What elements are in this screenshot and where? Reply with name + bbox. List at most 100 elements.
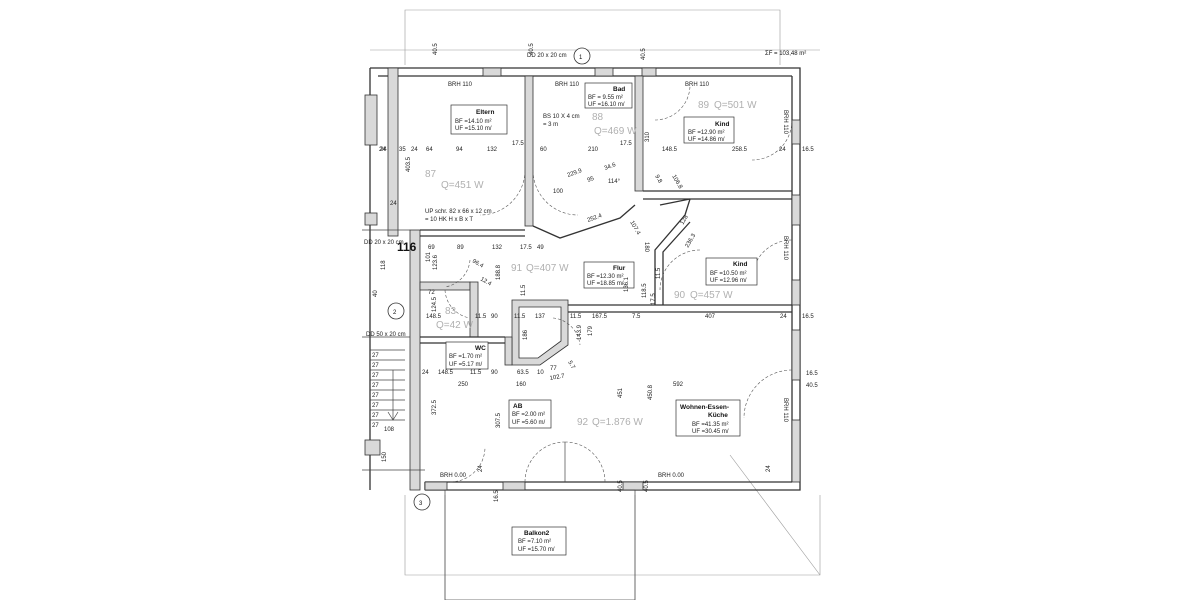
stair-step-label: 27 [372,353,379,359]
dimension-label: 167.5 [592,314,608,320]
dimension-label: 132 [492,245,503,251]
dimension-label: 307.5 [496,412,502,428]
brh-label: BRH 110 [448,82,473,88]
dimension-label: 258.5 [732,147,748,153]
room-flur: Flur BF =12.30 m² UF =18.85 m/ 91 Q=407 … [511,261,635,289]
stair-step-label: 27 [372,383,379,389]
dimension-label: 24 [379,147,386,153]
dimension-label: 16.5 [802,147,814,153]
room-kind-2: Kind BF =10.50 m² UF =12.96 m/ 90 Q=457 … [674,257,758,301]
dimension-label: 137 [535,314,546,320]
up-note-2: = 10 HK H x B x T [425,217,473,223]
dimension-label: 132 [487,147,498,153]
dimension-label: 150 [382,451,388,462]
stair-step-label: 27 [372,403,379,409]
dimension-label: 16.5 [802,314,814,320]
brh-label: BRH 0.00 [658,473,685,479]
dimension-label: 64 [426,147,433,153]
dd-note: DD 20 x 20 cm [527,53,567,59]
room-eltern: Eltern BF =14.10 m² UF =15.10 m/ 87 Q=45… [425,104,508,191]
dimension-label: 148.5 [662,147,678,153]
room-bf: BF =7.10 m² [518,539,551,545]
dimension-label: 24 [422,370,429,376]
dimension-label: 128 [680,214,691,226]
brh-label: BRH 0.00 [440,473,467,479]
dimension-label: 11.5 [570,314,582,320]
dimension-label: 95 [587,176,596,184]
dimension-label: 100 [553,189,564,195]
room-heat-load: Q=42 W [436,320,474,331]
dd-note-2: DD 20 x 20 cm [364,240,404,246]
brh-label: BRH 110 [782,398,788,423]
dimension-label: 114° [608,179,621,185]
room-heat-load: Q=501 W [714,100,757,111]
dimension-label: 136.1 [624,276,630,292]
dimension-label: 9.8 [653,174,663,185]
room-bf: BF =12.90 m² [688,130,725,136]
dimension-label: 24 [380,147,387,153]
dimension-label: 143.9 [577,324,583,340]
dimension-label: 16.5 [806,371,818,377]
dimension-label: 17.5 [512,141,524,147]
total-area: ΣF = 103,48 m² [765,51,806,57]
dimension-label: 107.4 [628,220,641,237]
dimension-label: 40.5 [433,43,439,55]
room-bf: BF =41.35 m² [692,422,729,428]
bs-note: BS 10 X 4 cm [543,114,580,120]
room-uf: UF =30.45 m/ [692,429,729,435]
stair-step-label: 27 [372,423,379,429]
dimension-label: 108 [384,427,395,433]
brh-labels: BRH 110 BRH 110 BRH 110 BRH 110 BRH 110 … [440,82,788,479]
brh-label: BRH 110 [685,82,710,88]
room-uf: UF =15.70 m/ [518,547,555,553]
bs-note-2: = 3 m [543,122,558,128]
room-heat-load: Q=1.876 W [592,417,643,428]
dimension-label: 69 [428,245,435,251]
dimension-label: 236.3 [685,232,698,249]
dimension-label: 24 [411,147,418,153]
dimension-labels: 40.5 40.5 40.5 24 35 24 64 94 132 17.5 6… [373,43,818,502]
room-kind-1: Kind BF =12.90 m² UF =14.86 m/ 89 Q=501 … [683,100,757,144]
dimension-label: 403.5 [406,156,412,172]
level-number: 116 [397,240,417,254]
dimension-label: 40 [373,290,379,297]
room-heat-load: Q=457 W [690,290,733,301]
stair-step-label: 27 [372,373,379,379]
dimension-label: 90 [491,370,498,376]
dd-note-3: DD 50 x 20 cm [366,332,406,338]
room-heat-load: Q=469 W [594,126,637,137]
room-uf: UF =15.10 m/ [455,126,492,132]
dimension-label: 77 [550,366,557,372]
room-bad: Bad BF = 9.55 m² UF =16.10 m/ 88 Q=469 W [584,82,637,137]
room-name: Eltern [476,109,494,116]
dimension-label: 11.5 [470,370,482,376]
room-name: Wohnen-Essen- [680,404,729,411]
room-heat-load: Q=407 W [526,263,569,274]
dimension-label: 186 [523,329,529,340]
dimension-label: 24 [390,201,397,207]
dimension-label: 34.6 [604,162,618,172]
dimension-label: 101 [426,251,432,262]
dimension-label: 252.4 [587,213,604,224]
room-wohnen-essen-kueche: Wohnen-Essen- Küche BF =41.35 m² UF =30.… [577,399,741,437]
dimension-label: 90 [491,314,498,320]
dimension-label: 407 [705,314,716,320]
room-name: AB [513,403,523,410]
room-name-2: Küche [708,412,728,419]
dimension-label: 60 [540,147,547,153]
door-swings [444,84,793,483]
dimension-label: 40.5 [529,43,535,55]
room-q-number: 87 [425,169,437,180]
dimension-label: 124.5 [432,296,438,312]
dimension-label: 40.5 [644,480,650,492]
room-bf: BF =10.50 m² [710,271,747,277]
room-bf: BF =12.30 m² [587,274,624,280]
dimension-label: 35 [399,147,406,153]
dimension-label: 17.5 [620,141,632,147]
room-bf: BF =1.70 m² [449,354,482,360]
stair: 27 27 27 27 27 27 27 27 [370,349,405,429]
room-name: WC [475,345,486,352]
room-name: Balkon2 [524,530,550,537]
room-uf: UF =5.60 m/ [512,420,546,426]
